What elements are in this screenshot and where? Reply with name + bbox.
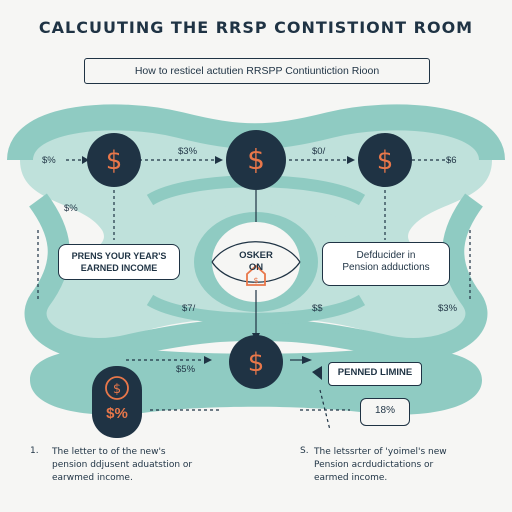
footnote-right-number: S. [300, 446, 309, 456]
house-icon: $ [246, 264, 266, 286]
footnote-right: The letssrter of 'yoimel's new Pension a… [314, 446, 447, 485]
earned-income-box: PRENS YOUR YEAR'S EARNED INCOME [58, 244, 180, 280]
marker-icon [312, 366, 322, 380]
deductions-line-2: Pension adductions [342, 262, 430, 273]
footnote-left-line-2: pension ddjusent aduatstion or [52, 460, 193, 470]
dollar-node-1: $ [87, 133, 141, 187]
dollar-icon: $ [113, 382, 121, 397]
footnote-left-number: 1. [30, 446, 39, 456]
dollar-node-3: $ [358, 133, 412, 187]
deductions-box: Defducider in Pension adductions [322, 242, 450, 286]
footnote-left-line-3: earwmed income. [52, 473, 133, 483]
svg-text:$: $ [253, 276, 258, 285]
annotation-8: $5% [176, 364, 196, 375]
annotation-5: $% [64, 203, 78, 214]
annotation-4: $6 [446, 155, 457, 166]
footnote-right-line-2: Pension acrdudictations or [314, 460, 434, 470]
annotation-6: $7/ [182, 303, 196, 314]
dollar-node-4: $ [229, 335, 283, 389]
percent-right-box: 18% [360, 398, 410, 426]
footnote-right-line-3: earmed income. [314, 473, 388, 483]
dollar-icon: $ [106, 146, 123, 176]
deductions-line-1: Defducider in [356, 250, 416, 261]
center-label: OSKER ON [239, 250, 273, 273]
limit-box: PENNED LIMINE [328, 362, 422, 386]
percent-node-left: $ [92, 366, 142, 438]
dollar-icon: $ [247, 143, 265, 176]
annotation-9: $3% [438, 303, 458, 314]
dollar-node-2: $ [226, 130, 286, 190]
dollar-icon: $ [248, 348, 265, 378]
annotation-1: $% [42, 155, 56, 166]
footnote-left: The letter to of the new's pension ddjus… [52, 446, 192, 485]
dollar-icon: $ [377, 146, 394, 176]
annotation-2: $3% [178, 146, 198, 157]
annotation-7: $$ [312, 303, 323, 314]
annotation-3: $0/ [312, 146, 326, 157]
subtitle-box: How to resticel actutien RRSPP Contiunti… [84, 58, 430, 84]
footnote-left-line-1: The letter to of the new's [52, 447, 166, 457]
footnote-right-line-1: The letssrter of 'yoimel's new [314, 447, 447, 457]
page-title: CALCUUTING THE RRSP CONTISTIONT ROOM [38, 18, 474, 37]
percent-left-label: $% [106, 405, 128, 422]
